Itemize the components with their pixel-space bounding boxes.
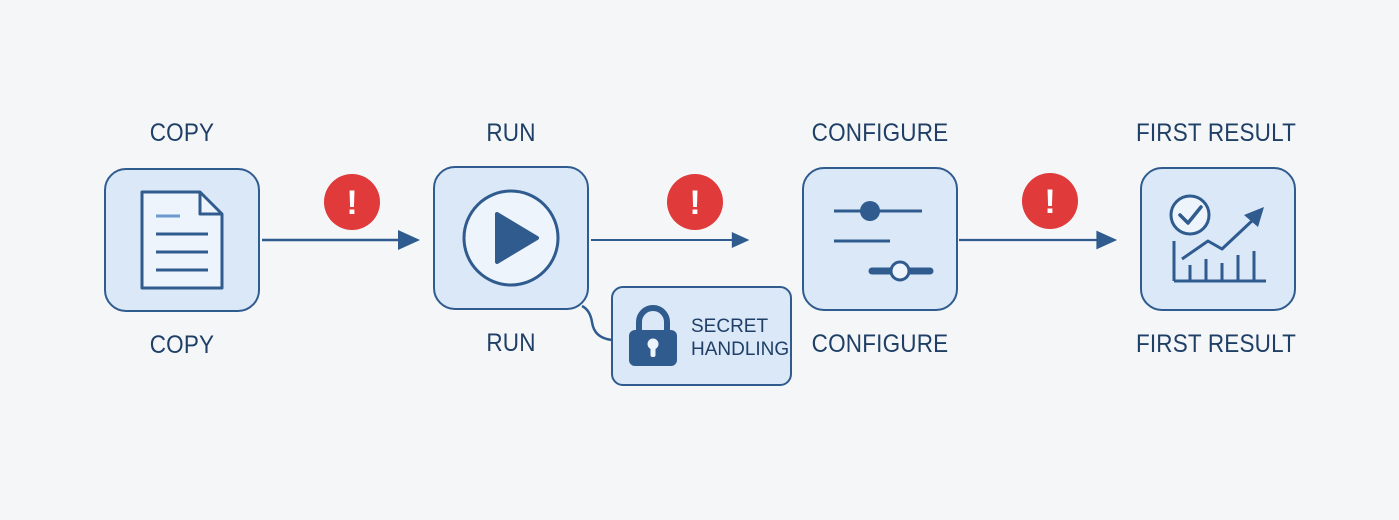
step-first-result-title: FIRST RESULT bbox=[1135, 119, 1297, 147]
step-configure-title: CONFIGURE bbox=[811, 119, 949, 147]
step-configure-caption: CONFIGURE bbox=[811, 330, 949, 358]
step-copy-title: COPY bbox=[149, 119, 215, 147]
arrow-copy-to-run bbox=[262, 230, 420, 250]
step-run-title: RUN bbox=[486, 119, 536, 147]
arrow-configure-to-result bbox=[959, 230, 1118, 250]
arrow-run-to-configure bbox=[591, 232, 750, 248]
alert-icon: ! bbox=[1022, 173, 1078, 229]
step-first-result-box[interactable] bbox=[1140, 167, 1296, 311]
alert-symbol: ! bbox=[1044, 183, 1055, 221]
alert-symbol: ! bbox=[346, 184, 357, 222]
secret-handling-label: SECRET HANDLING bbox=[691, 316, 790, 360]
secret-link-line bbox=[581, 304, 613, 342]
step-run-caption: RUN bbox=[486, 329, 536, 357]
play-icon bbox=[462, 189, 560, 287]
secret-handling-card[interactable]: SECRET HANDLING bbox=[611, 286, 792, 386]
alert-icon: ! bbox=[667, 174, 723, 230]
lock-icon bbox=[629, 305, 677, 366]
result-chart-icon bbox=[1169, 194, 1266, 283]
step-first-result-caption: FIRST RESULT bbox=[1135, 330, 1297, 358]
step-copy-box[interactable] bbox=[104, 168, 260, 312]
step-configure-box[interactable] bbox=[802, 167, 958, 311]
sliders-icon bbox=[834, 201, 934, 282]
alert-symbol: ! bbox=[689, 184, 700, 222]
alert-icon: ! bbox=[324, 174, 380, 230]
document-icon bbox=[140, 190, 224, 290]
step-copy-caption: COPY bbox=[149, 331, 215, 359]
step-run-box[interactable] bbox=[433, 166, 589, 310]
